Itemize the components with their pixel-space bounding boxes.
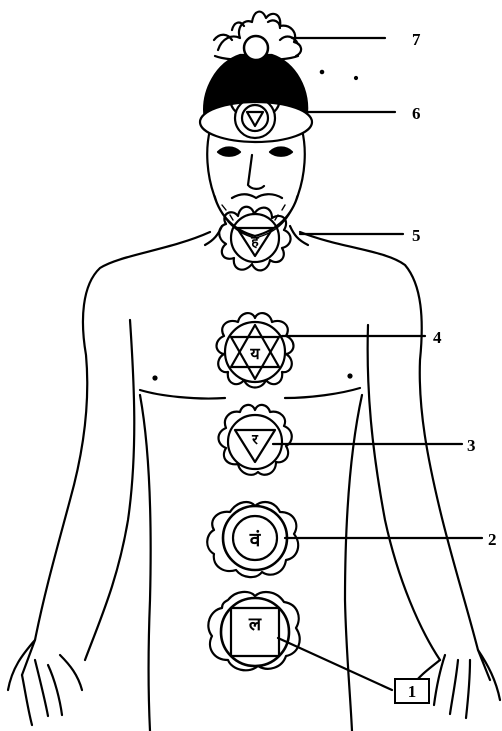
left-inner-arm [85,320,134,660]
face-outline [207,130,305,236]
neck-right [290,226,308,245]
marker-3: 3 [467,436,476,455]
marker-4: 4 [433,328,442,347]
left-eye [218,148,240,156]
heart-seed-glyph: य [249,344,260,363]
marker-5: 5 [412,226,421,245]
sacral-seed-glyph: वं [249,529,262,551]
throat-seed-glyph: ह [250,234,259,250]
stray-dot [321,71,323,73]
beard [215,196,297,238]
marker-1: 1 [408,682,417,701]
right-eye [270,148,292,156]
left-torso-side [140,395,151,731]
marker-2: 2 [488,530,497,549]
stray-dot [355,77,357,79]
right-nipple [349,375,352,378]
chest-line-left [140,390,225,399]
chest-line-right [285,388,360,398]
nose [248,155,264,189]
right-inner-arm [368,325,440,660]
crown-bindu [244,36,268,60]
mustache [232,194,282,198]
marker-6: 6 [412,104,421,123]
marker-7: 7 [412,30,421,49]
third-eye-lens [200,102,312,142]
leader-line-1 [278,638,392,690]
left-nipple [154,377,157,380]
right-torso-side [345,395,362,731]
left-hand [8,640,82,725]
navel-seed-glyph: र [251,432,259,448]
root-seed-glyph: ल [248,614,262,635]
right-shoulder-arm-outline [300,232,490,680]
left-shoulder-arm-outline [22,232,210,675]
